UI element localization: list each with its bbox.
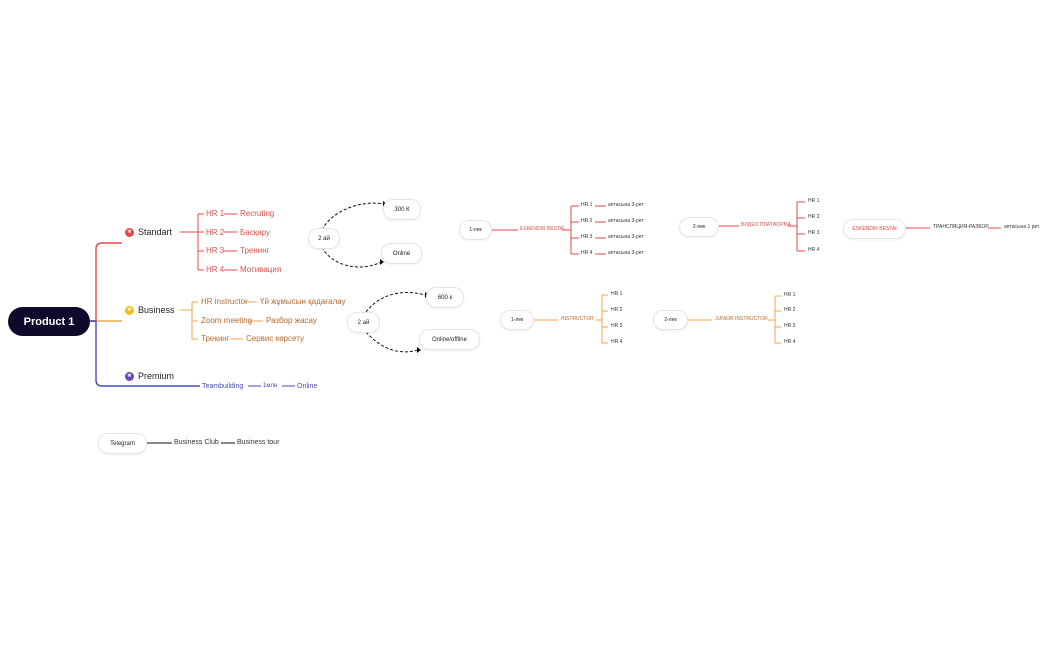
standart-stage2-node[interactable]: 2-лек [679,217,719,237]
branch-business[interactable]: ★ Business [125,305,175,315]
connector-standart-stage1-notes [595,205,606,255]
standart-stage1-note-1: аптасына 3-рет [608,202,644,208]
business-stage2-hr-4: HR 4 [784,339,796,345]
standart-stage2-hr-2: HR 2 [808,214,820,220]
business-stage1-role: INSTRUCTOR [561,316,594,322]
connector-standart [90,242,122,322]
root-node[interactable]: Product 1 [8,307,90,336]
business-stage2-hr-1: HR 1 [784,292,796,298]
connector-business-right [230,301,263,340]
dashed-standart-price [321,202,384,231]
branch-label: Premium [138,371,175,381]
business-stage1-hr-3: HR 3 [611,323,623,329]
standart-task-4: Мотивация [240,265,282,274]
standart-task-3: Тренинг [240,246,270,255]
standart-stage1-hr-1: HR 1 [581,202,593,208]
standart-stage1-note-3: аптасына 3-рет [608,234,644,240]
standart-stage1-mentor: ESKENDIR BESTAI [520,226,565,232]
connector-standart-stage2 [718,201,805,252]
premium-chain-2: 1млн [263,383,278,389]
connector-business-stage1 [532,294,608,344]
red-star-icon: ★ [125,227,134,237]
business-stage2-node[interactable]: 2-лек [653,310,688,330]
footer-chain-1: Business Club [174,439,219,446]
business-item-2-right: Разбор жасау [266,316,317,325]
business-stage1-hr-2: HR 2 [611,307,623,313]
standart-stage2-hr-1: HR 1 [808,198,820,204]
business-stage1-node[interactable]: 1-лек [500,310,534,330]
business-item-3-left: Трекинг [201,334,230,343]
telegram-node[interactable]: Telegram [98,433,147,454]
business-item-2-left: Zoom meeting [201,316,253,325]
standart-duration-node[interactable]: 2 ай [308,228,340,249]
business-stage2-hr-3: HR 3 [784,323,796,329]
business-duration-node[interactable]: 2 ай [347,312,380,333]
arrow-standart-format [380,259,384,265]
dashed-business-format [365,331,419,353]
business-format-node[interactable]: Online/offline [419,329,480,350]
premium-chain-3: Online [297,383,318,390]
standart-stage1-hr-3: HR 3 [581,234,593,240]
business-stage1-hr-4: HR 4 [611,339,623,345]
standart-stage1-hr-4: HR 4 [581,250,593,256]
standart-stage2-hr-4: HR 4 [808,247,820,253]
standart-hr-1: HR 1 [206,209,225,218]
standart-task-1: Recruting [240,209,275,218]
standart-stage1-hr-2: HR 2 [581,218,593,224]
dashed-business-price [365,291,426,313]
connector-standart-items [180,213,204,271]
yellow-star-icon: ★ [125,305,134,315]
business-stage1-hr-1: HR 1 [611,291,623,297]
connector-standart-stage1 [490,205,579,255]
business-price-node[interactable]: 600 к [426,287,464,308]
standart-hr-4: HR 4 [206,265,225,274]
connector-standart-tasks [224,213,237,271]
premium-chain-1: Teambuilding [202,383,244,390]
branch-label: Business [138,305,175,315]
dashed-standart-format [321,246,382,268]
standart-stage2-platform: ВИДЕО ПЛАТФОРМА [741,222,792,228]
arrow-business-format [417,347,421,353]
connector-business-stage2 [686,295,781,344]
connector-premium [90,320,200,387]
standart-extra-broadcast: ТРАНСЛЯЦИЯ-РАЗБОР [933,224,989,230]
standart-hr-3: HR 3 [206,246,225,255]
business-item-1-right: Үй жұмысын қадағалау [260,297,346,306]
branch-label: Standart [138,227,173,237]
standart-extra-mentor-node[interactable]: ESKENDIR BESTAI [843,219,906,239]
standart-extra-note: аптасына 1 рет [1004,224,1040,230]
business-item-1-left: HR instructor [201,297,248,306]
business-stage2-hr-2: HR 2 [784,307,796,313]
standart-price-node[interactable]: 300 К [383,199,421,220]
branch-premium[interactable]: ★ Premium [125,371,174,381]
standart-stage2-hr-3: HR 3 [808,230,820,236]
standart-stage1-note-4: аптасына 3-рет [608,250,644,256]
standart-format-node[interactable]: Online [381,243,422,264]
footer-chain-2: Business tour [237,439,280,446]
branch-standart[interactable]: ★ Standart [125,227,172,237]
business-item-3-right: Сервис көрсету [246,334,304,343]
standart-hr-2: HR 2 [206,228,225,237]
standart-stage1-node[interactable]: 1-лек [459,220,492,240]
purple-star-icon: ★ [125,371,134,381]
standart-stage1-note-2: аптасына 3-рет [608,218,644,224]
connector-business-items [180,301,198,340]
standart-task-2: Басқару [240,228,271,237]
business-stage2-role: JUNIOR INSTRUCTOR [715,316,768,322]
